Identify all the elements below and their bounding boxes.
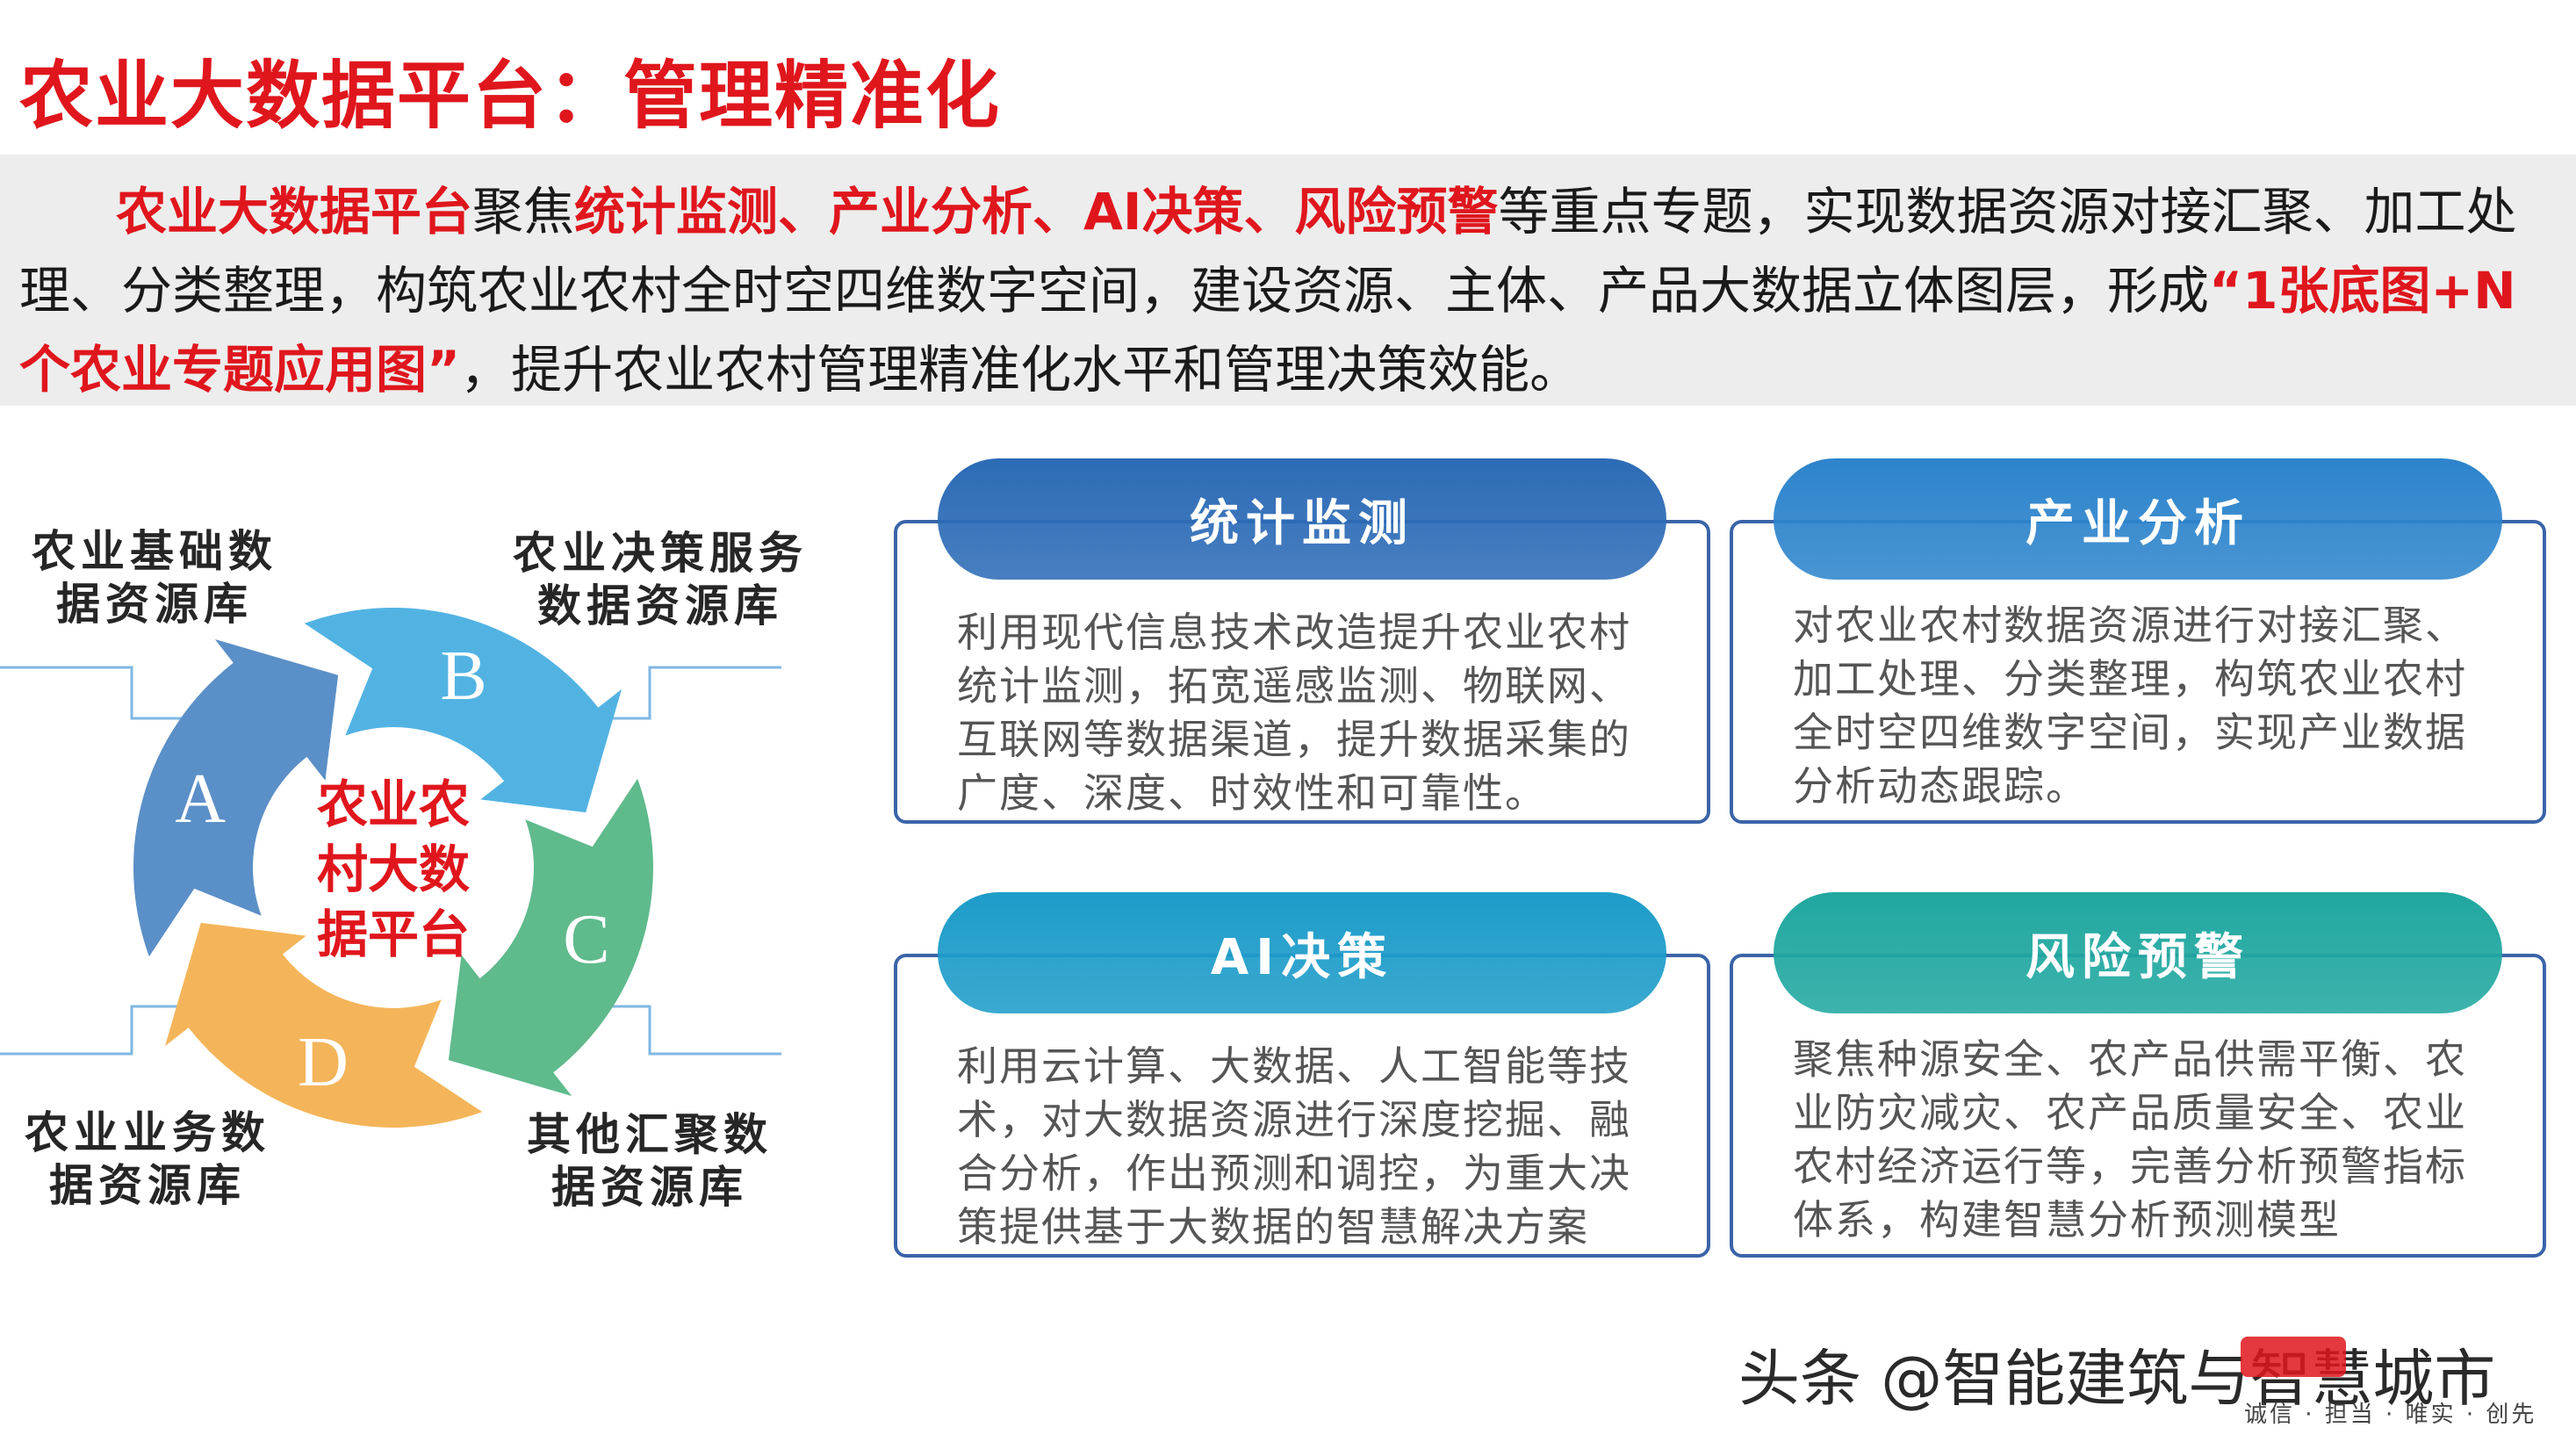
card-line: 聚焦种源安全、农产品供需平衡、农 — [1793, 1035, 2467, 1083]
cycle-letter-a: A — [175, 761, 226, 838]
card-body: 对农业农村数据资源进行对接汇聚、 加工处理、分类整理，构筑农业农村 全时空四维数… — [1793, 599, 2486, 813]
cycle-segment-a — [133, 638, 339, 957]
connector-c — [606, 1005, 781, 1056]
cycle-letters: A B C D — [175, 638, 609, 1101]
intro-highlight: 农业大数据平台 — [116, 182, 473, 242]
card-line: 业防灾减灾、农产品质量安全、农业 — [1793, 1089, 2467, 1136]
library-d-line-1: 农业业务数 — [25, 1107, 270, 1158]
watermark-logo — [2241, 1337, 2346, 1377]
card-ai-decision: AI决策 利用云计算、大数据、人工智能等技 术，对大数据资源进行深度挖掘、融 合… — [894, 892, 1710, 1258]
library-label-b: 农业决策服务 数据资源库 — [513, 527, 808, 632]
intro-text-run: 等重点专题，实现数据资源对接汇聚、加工处理、分类整理，构筑农业农村全时空四维数字… — [19, 182, 2517, 321]
center-label-line: 农业农 — [317, 775, 470, 834]
card-line: 加工处理、分类整理，构筑农业农村 — [1793, 655, 2467, 703]
cycle-segment-b — [304, 608, 622, 813]
library-d-line-2: 据资源库 — [49, 1160, 246, 1211]
center-label-line: 据平台 — [317, 905, 470, 964]
library-b-line-1: 农业决策服务 — [513, 528, 808, 579]
intro-text-run: ，提升农业农村管理精准化水平和管理决策效能。 — [460, 340, 1581, 400]
cycle-diagram: A B C D 农业农村大数据平台 农业基础数 据资源库 农业决策服务 数据资源库 其… — [0, 492, 843, 1247]
card-line: 农村经济运行等，完善分析预警指标 — [1793, 1143, 2467, 1190]
card-header: 产业分析 — [1774, 458, 2502, 580]
card-header: AI决策 — [938, 892, 1666, 1013]
card-header: 风险预警 — [1774, 892, 2502, 1013]
center-label-line: 村大数 — [317, 840, 470, 899]
library-a-line-2: 据资源库 — [56, 579, 253, 630]
card-header: 统计监测 — [938, 458, 1666, 580]
card-line: 策提供基于大数据的智慧解决方案 — [957, 1203, 1589, 1251]
connector-a — [0, 666, 184, 720]
page-title: 农业大数据平台：管理精准化 — [19, 53, 1002, 139]
intro-paragraph: 农业大数据平台聚焦统计监测、产业分析、AI决策、风险预警等重点专题，实现数据资源… — [19, 172, 2565, 409]
watermark-slogan: 诚信 · 担当 · 唯实 · 创先 — [2244, 1402, 2537, 1428]
connector-b — [606, 666, 781, 720]
cycle-letter-d: D — [298, 1024, 349, 1101]
library-label-a: 农业基础数 据资源库 — [32, 525, 277, 631]
card-line: 对农业农村数据资源进行对接汇聚、 — [1793, 602, 2467, 649]
card-risk-warning: 风险预警 聚焦种源安全、农产品供需平衡、农 业防灾减灾、农产品质量安全、农业 农… — [1730, 892, 2546, 1258]
watermark-text: 头条 @智能建筑与智慧城市 — [1738, 1343, 2496, 1415]
library-a-line-1: 农业基础数 — [32, 526, 277, 577]
intro-panel — [0, 155, 2576, 406]
card-body: 聚焦种源安全、农产品供需平衡、农 业防灾减灾、农产品质量安全、农业 农村经济运行… — [1793, 1033, 2486, 1247]
library-b-line-2: 数据资源库 — [537, 580, 783, 631]
card-line: 统计监测，拓宽遥感监测、物联网、 — [957, 662, 1631, 710]
card-body: 利用现代信息技术改造提升农业农村 统计监测，拓宽遥感监测、物联网、 互联网等数据… — [957, 606, 1651, 820]
library-c-line-1: 其他汇聚数 — [527, 1109, 773, 1160]
card-line: 分析动态跟踪。 — [1793, 762, 2088, 810]
card-line: 全时空四维数字空间，实现产业数据 — [1793, 709, 2467, 756]
card-line: 广度、深度、时效性和可靠性。 — [957, 769, 1547, 817]
intro-text-run: 聚焦 — [472, 182, 575, 242]
card-line: 利用云计算、大数据、人工智能等技 — [957, 1042, 1631, 1090]
cycle-ring — [133, 608, 653, 1128]
card-statistics-monitoring: 统计监测 利用现代信息技术改造提升农业农村 统计监测，拓宽遥感监测、物联网、 互… — [894, 458, 1710, 824]
cycle-segment-d — [164, 922, 483, 1128]
card-line: 体系，构建智慧分析预测模型 — [1793, 1196, 2341, 1244]
library-label-d: 农业业务数 据资源库 — [25, 1107, 270, 1212]
cycle-segment-c — [448, 778, 653, 1097]
intro-highlight: 统计监测、产业分析、AI决策、风险预警 — [574, 182, 1499, 242]
card-line: 利用现代信息技术改造提升农业农村 — [957, 609, 1631, 656]
cycle-letter-b: B — [440, 638, 486, 715]
card-line: 术，对大数据资源进行深度挖掘、融 — [957, 1096, 1631, 1143]
card-line: 合分析，作出预测和调控，为重大决 — [957, 1150, 1631, 1197]
library-c-line-2: 据资源库 — [551, 1162, 748, 1213]
intro-highlight: “1张底图+N个农业专题应用图” — [19, 261, 2516, 400]
connector-lines — [0, 666, 781, 1056]
cycle-letter-c: C — [563, 901, 609, 978]
card-line: 互联网等数据渠道，提升数据采集的 — [957, 716, 1631, 763]
card-body: 利用云计算、大数据、人工智能等技 术，对大数据资源进行深度挖掘、融 合分析，作出… — [957, 1040, 1651, 1254]
connector-d — [0, 1005, 184, 1056]
library-label-c: 其他汇聚数 据资源库 — [527, 1108, 773, 1214]
card-industry-analysis: 产业分析 对农业农村数据资源进行对接汇聚、 加工处理、分类整理，构筑农业农村 全… — [1730, 458, 2546, 824]
